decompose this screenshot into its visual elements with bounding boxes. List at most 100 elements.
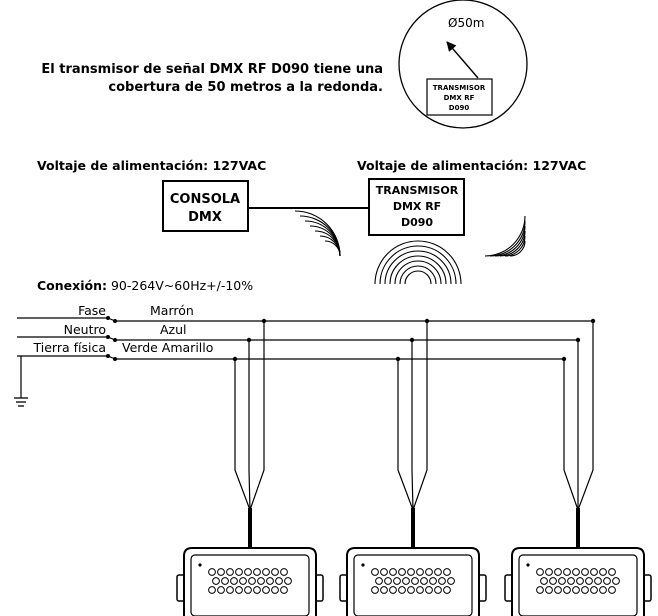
signal-waves-center-icon [374,240,462,285]
fixture-led [563,568,571,576]
fixture-led [371,568,379,576]
fixture-led [208,568,216,576]
fixture-indicator [526,563,530,567]
fixture-led [429,577,437,585]
fixture-led [208,586,216,594]
led-fixture-2 [339,508,487,616]
connection-label-value: 90-264V~60Hz+/-10% [111,278,253,293]
fixture-led [262,568,270,576]
coverage-transmitter-line3: D090 [449,104,470,112]
fixture-cable [576,508,580,548]
fixture-led [554,586,562,594]
fixture-led [563,586,571,594]
fixture-cable [248,508,252,548]
coverage-transmitter-line2: DMX RF [444,94,475,102]
wire-color-fase: Marrón [150,303,194,318]
fixture-led [221,577,229,585]
fixture-indicator [198,563,202,567]
fixture-led [389,568,397,576]
fixture-led [443,568,451,576]
coverage-text-line1: El transmisor de señal DMX RF D090 tiene… [41,62,383,77]
coverage-transmitter-box [426,78,493,116]
fixture-led [536,568,544,576]
fixture-led [594,577,602,585]
fixture-led [262,586,270,594]
fixture-led [226,568,234,576]
fixture-led [608,568,616,576]
fixture-led [280,568,288,576]
fixture-led [280,586,288,594]
fixture-led [244,568,252,576]
fixture-led [599,586,607,594]
wire-color-tierra: Verde Amarillo [122,340,213,355]
fixture-led [235,568,243,576]
bus-junctions [232,318,596,362]
fixture-led [425,586,433,594]
coverage-circle [398,0,528,129]
fixture-led [411,577,419,585]
fixture-led [549,577,557,585]
fixture-led [572,586,580,594]
signal-waves-right-icon [484,215,526,257]
console-box [162,180,249,232]
fixture-led [599,568,607,576]
fixture-led [402,577,410,585]
fixture-led [271,586,279,594]
fixture-led [375,577,383,585]
fixture-led [554,568,562,576]
fixture-led [398,586,406,594]
fixture-led [576,577,584,585]
connection-label: Conexión:90-264V~60Hz+/-10% [37,278,253,293]
fixture-led [257,577,265,585]
led-fixture-3 [504,508,652,616]
fixture-led [608,586,616,594]
fixture-led [585,577,593,585]
fixture-led [244,586,252,594]
fixture-led [603,577,611,585]
fixture-led [275,577,283,585]
wire-color-neutro: Azul [160,322,187,337]
fixture-led [558,577,566,585]
fixture-lens-frame [353,554,473,616]
wire-name-neutro: Neutro [64,322,106,337]
fixture-led [235,586,243,594]
fixture-led [253,568,261,576]
fixture-led [384,577,392,585]
fixture-led [447,577,455,585]
fixture-led [443,586,451,594]
fixture-cable [411,508,415,548]
led-fixture-1 [176,508,324,616]
fixture-led [581,586,589,594]
fixture-led [438,577,446,585]
fixture-led [590,568,598,576]
fixture-led [416,586,424,594]
fixture-led [371,586,379,594]
fixture-led [253,586,261,594]
fixture-led [230,577,238,585]
fixture-led [271,568,279,576]
bus-terminals [106,316,117,361]
fixture-led [212,577,220,585]
fixture-led [284,577,292,585]
fixture-lens-frame [518,554,638,616]
coverage-radius-label: Ø50m [448,16,484,30]
wire-name-fase: Fase [78,303,106,318]
fixture-led [425,568,433,576]
fixture-lens-frame [190,554,310,616]
transmitter-label-line3: D090 [401,216,433,229]
fixture-led [266,577,274,585]
fixture-led [398,568,406,576]
transmitter-label-line1: TRANSMISOR [376,184,459,197]
transmitter-label-line2: DMX RF [393,200,441,213]
fixture-led [420,577,428,585]
fixture-led [248,577,256,585]
fixture-led [217,568,225,576]
fixture-led [393,577,401,585]
fixture-led [380,568,388,576]
transmitter-box [368,178,465,236]
fixture-led [380,586,388,594]
fixture-led [434,568,442,576]
fixture-led [590,586,598,594]
fixture-led [545,568,553,576]
